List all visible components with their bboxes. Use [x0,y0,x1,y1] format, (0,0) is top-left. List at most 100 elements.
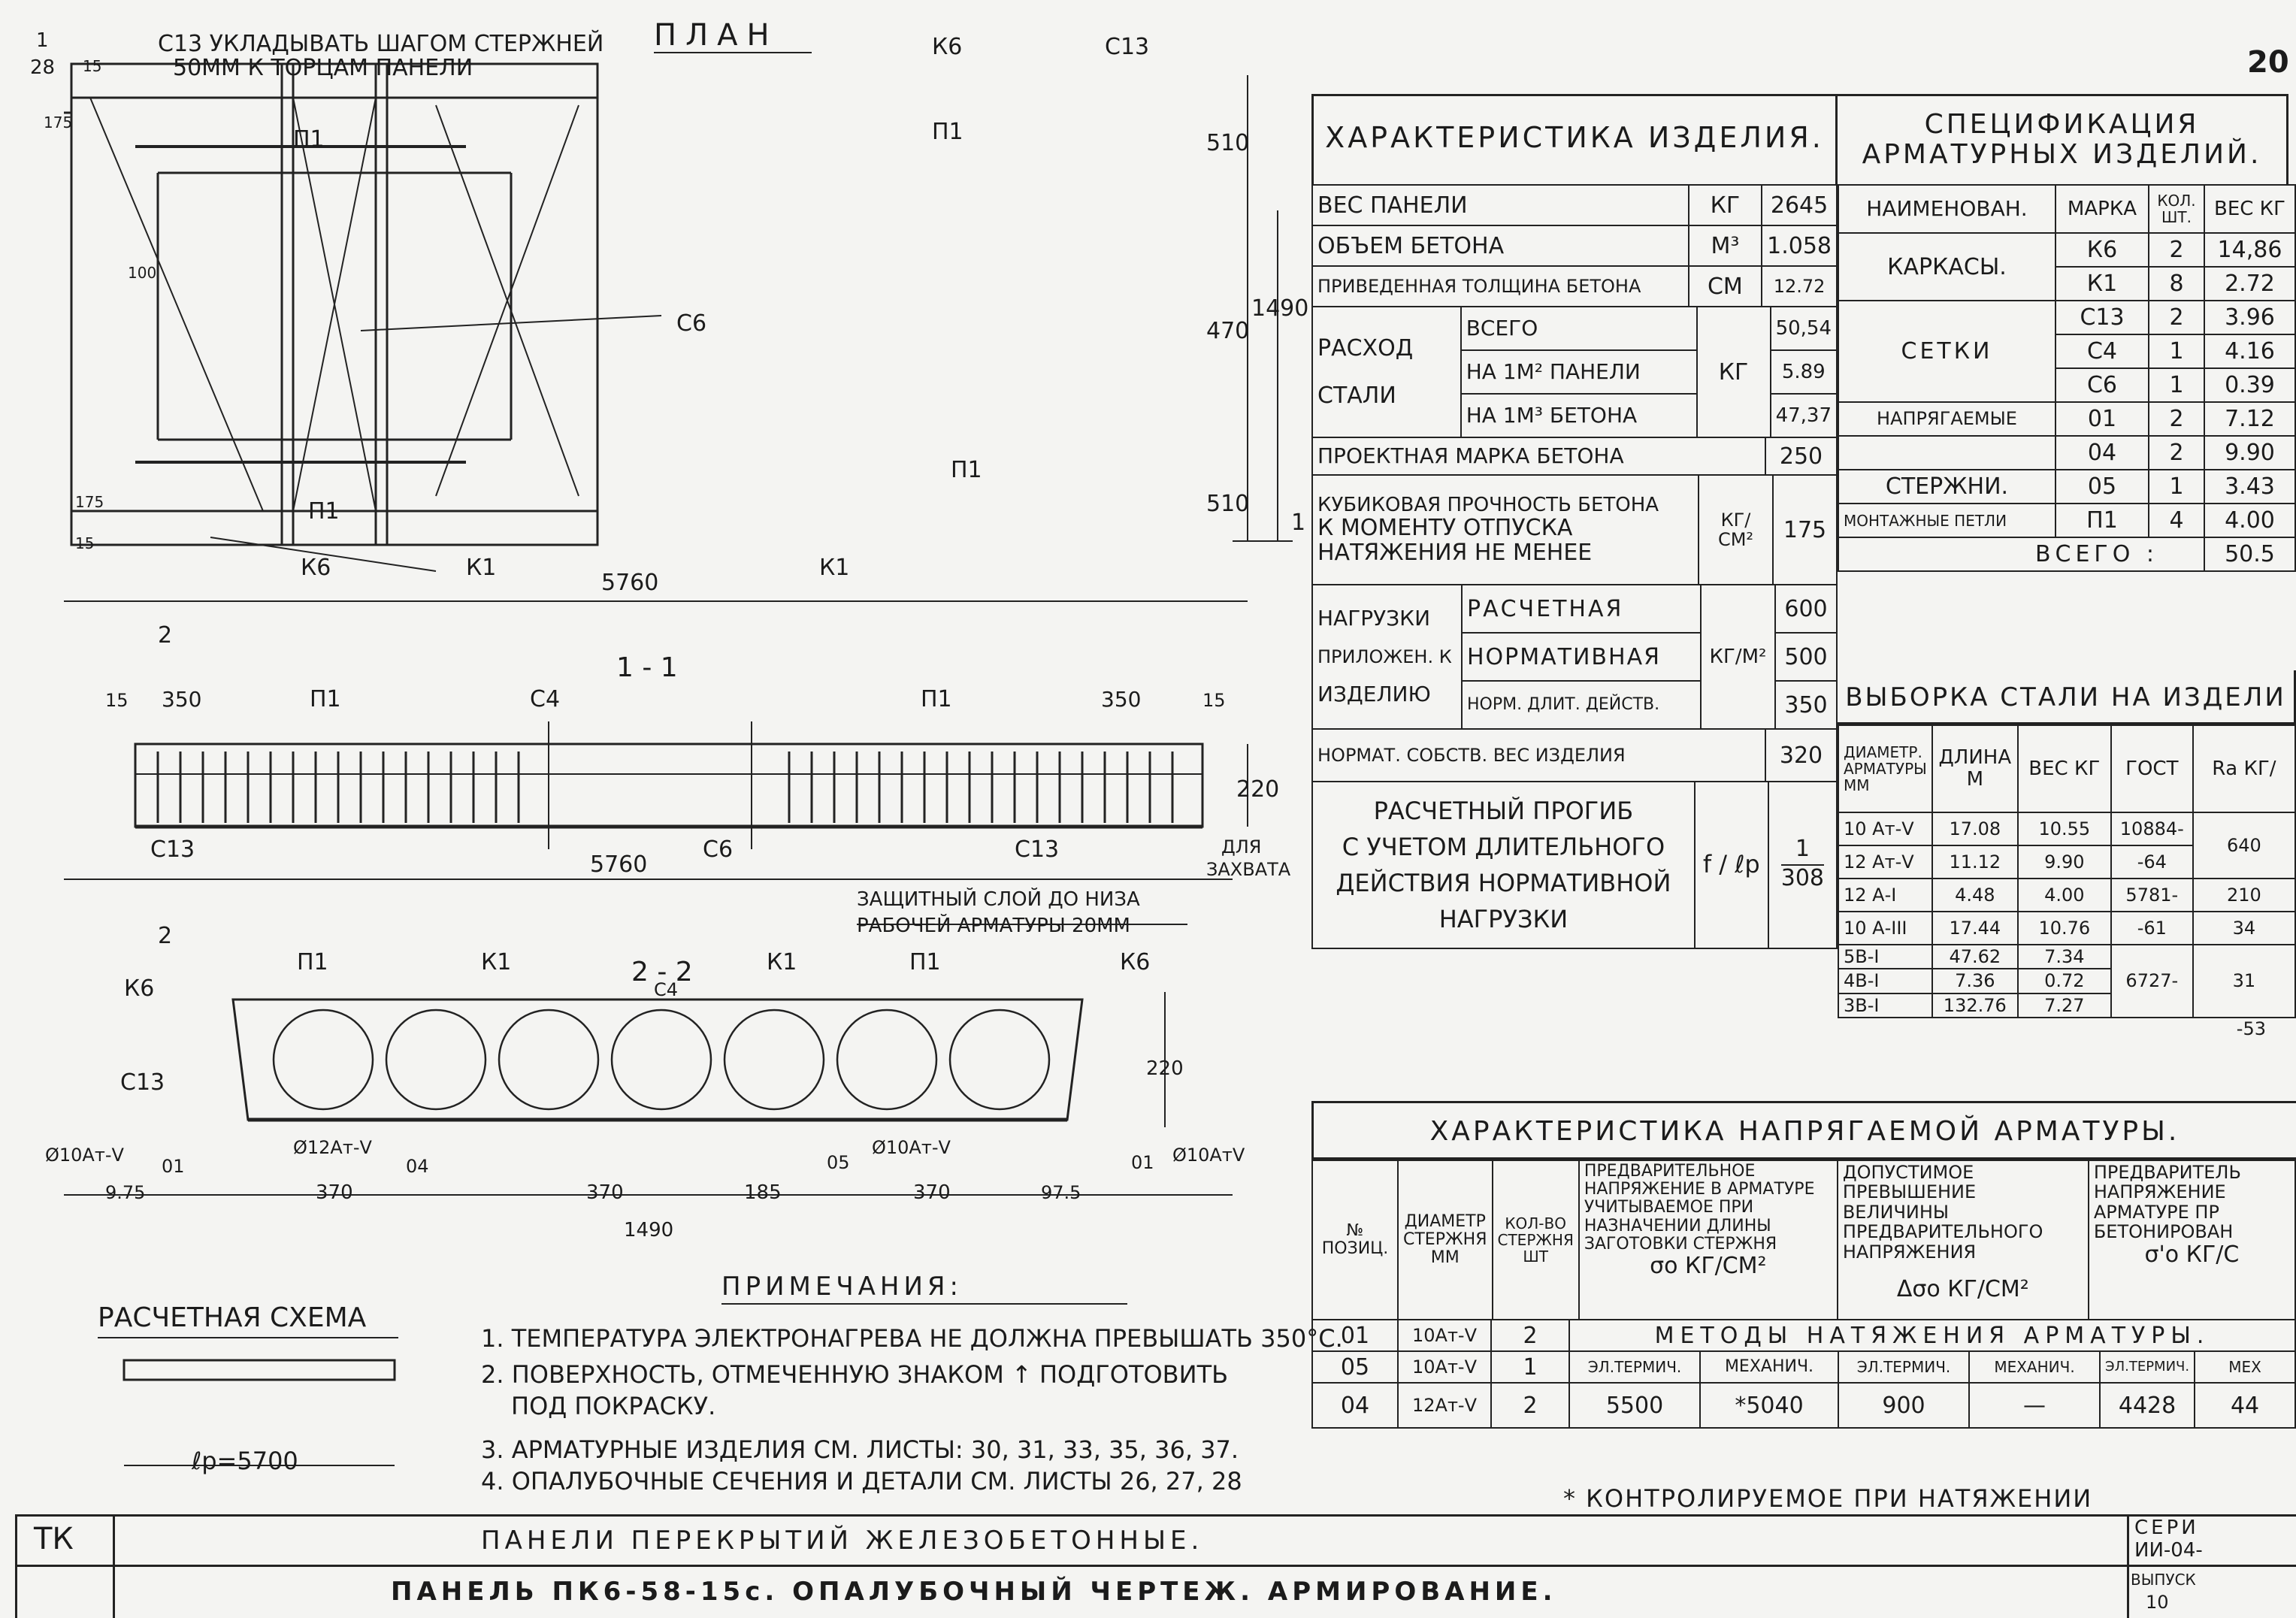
label-p1-a: П1 [293,126,325,153]
drawing-area: С13 УКЛАДЫВАТЬ ШАГОМ СТЕРЖНЕЙ 50ММ К ТОР… [30,18,1308,1475]
label-p1-b: П1 [932,119,963,145]
prestress-footnote: * КОНТРОЛИРУЕМОЕ ПРИ НАТЯЖЕНИИ [1563,1484,2093,1513]
label-c6: С6 [676,310,706,337]
dim-220-11: 220 [1236,776,1279,803]
dim-100: 100 [128,264,156,282]
dim-15-bottom: 15 [75,534,94,552]
title-block-sep [113,1514,115,1618]
product-char-title: ХАРАКТЕРИСТИКА ИЗДЕЛИЯ. [1311,94,1838,184]
calc-scheme-span: ℓр=5700 [191,1447,298,1475]
dim-370-1: 370 [316,1181,353,1204]
calc-scheme-title: РАСЧЕТНАЯ СХЕМА [98,1302,367,1333]
prestress-title: ХАРАКТЕРИСТИКА НАПРЯГАЕМОЙ АРМАТУРЫ. [1311,1101,2296,1160]
dim-1490-22: 1490 [624,1219,673,1241]
section-2-2-title: 2 - 2 [631,957,693,987]
cover-note-2: РАБОЧЕЙ АРМАТУРЫ 20ММ [857,913,1130,937]
bar-mid: Ø12Ат-V [293,1137,372,1158]
pos-01-right: 01 [1131,1152,1154,1173]
label-k6-top: К6 [932,34,962,60]
steel-sel-table: ДИАМЕТР. АРМАТУРЫ ММ ДЛИНА М ВЕС КГ ГОСТ… [1838,724,2296,1019]
label-c4-22: С4 [654,979,678,1000]
label-c4-11: С4 [530,686,560,712]
label-c13-right-11: С13 [1015,836,1059,863]
label-p1-l-22: П1 [297,949,328,975]
note-4: 4. ОПАЛУБОЧНЫЕ СЕЧЕНИЯ И ДЕТАЛИ СМ. ЛИСТ… [481,1467,1242,1496]
label-c13-left-11: С13 [150,836,195,863]
section-1-1-outline [134,742,1204,828]
label-p1-right-11: П1 [921,686,952,712]
label-lifting-2: ЗАХВАТА [1206,859,1291,880]
ref-circle-top: 1 [36,29,49,52]
note-3: 3. АРМАТУРНЫЕ ИЗДЕЛИЯ СМ. ЛИСТЫ: 30, 31,… [481,1435,1239,1464]
hollow-core [610,1009,712,1111]
label-c6-11: С6 [703,836,733,863]
bar-right1: Ø10Ат-V [872,1137,951,1158]
spec-table: НАИМЕНОВАН. МАРКА КОЛ. ШТ. ВЕС КГ КАРКАС… [1838,184,2296,572]
series-1: СЕРИ [2134,1517,2199,1539]
section-mark: 1 [1291,510,1305,536]
label-p1-d: П1 [951,457,982,483]
plan-note-line2: 50ММ К ТОРЦАМ ПАНЕЛИ [173,55,473,81]
cut-mark-top: 2 [158,622,172,649]
pos-01-left: 01 [162,1156,185,1177]
sheet-number: 20 [2247,45,2289,80]
plan-outline [70,62,599,546]
prestress-rows: 01 10Ат-V 2 МЕТОДЫ НАТЯЖЕНИЯ АРМАТУРЫ. 0… [1311,1319,2296,1429]
hollow-core [498,1009,600,1111]
cut-mark-bottom: 2 [158,923,172,949]
cover-note-1: ЗАЩИТНЫЙ СЛОЙ ДО НИЗА [857,887,1140,911]
title-line-1: ПАНЕЛИ ПЕРЕКРЫТИЙ ЖЕЛЕЗОБЕТОННЫЕ. [481,1526,1204,1556]
series-2: ИИ-04- [2134,1539,2203,1562]
dim-510-top: 510 [1206,130,1249,156]
dim-1490: 1490 [1251,295,1308,322]
hollow-core [948,1009,1051,1111]
label-c13-top: С13 [1105,34,1149,60]
label-p1-c: П1 [308,498,340,525]
ref-circle-bottom: 28 [30,56,55,79]
label-lifting-1: ДЛЯ [1221,836,1261,857]
dim-220-22: 220 [1146,1057,1184,1080]
dim-5760-plan: 5760 [601,570,658,596]
dim-975: 9.75 [105,1182,145,1203]
note-1: 1. ТЕМПЕРАТУРА ЭЛЕКТРОНАГРЕВА НЕ ДОЛЖНА … [481,1324,1343,1353]
hollow-core [385,1009,487,1111]
title-block-divider [15,1565,2296,1567]
dim-175-bottom: 175 [75,493,104,511]
title-block-sep-right [2127,1514,2129,1618]
prestress-table: № ПОЗИЦ. ДИАМЕТР СТЕРЖНЯ ММ КОЛ-ВО СТЕРЖ… [1311,1160,2296,1320]
pos-04: 04 [406,1156,429,1177]
label-k1-b: К1 [819,555,849,581]
dim-350-r-11: 350 [1101,687,1141,712]
section-2-2-outline [231,998,1084,1121]
dim-15-r-11: 15 [1202,690,1226,711]
label-p1-r-22: П1 [909,949,941,975]
plan-title: ПЛАН [654,18,779,53]
dim-5760-11: 5760 [590,851,647,878]
bar-right2: Ø10АтV [1172,1145,1245,1166]
hollow-core [836,1009,938,1111]
spec-title-1: СПЕЦИФИКАЦИЯ [1924,109,2200,140]
spec-title-2: АРМАТУРНЫХ ИЗДЕЛИЙ. [1862,138,2262,170]
pos-05: 05 [827,1152,850,1173]
plan-note-line1: С13 УКЛАДЫВАТЬ ШАГОМ СТЕРЖНЕЙ [158,30,603,57]
label-k6-l-22: К6 [124,975,154,1002]
issue-number: 10 [2146,1592,2169,1613]
hollow-core [723,1009,825,1111]
steel-sel-title: ВЫБОРКА СТАЛИ НА ИЗДЕЛИ [1838,670,2296,724]
dim-15-l-11: 15 [105,690,129,711]
label-k6-bottom: К6 [301,555,331,581]
dim-975-r: 97.5 [1041,1182,1081,1203]
label-k1-l-22: К1 [481,949,511,975]
dim-370-2: 370 [586,1181,624,1204]
label-p1-left-11: П1 [310,686,341,712]
section-1-1-title: 1 - 1 [616,652,678,683]
dim-185: 185 [744,1181,782,1204]
label-k6-r-22: К6 [1120,949,1150,975]
note-2-cont: ПОД ПОКРАСКУ. [511,1392,716,1420]
